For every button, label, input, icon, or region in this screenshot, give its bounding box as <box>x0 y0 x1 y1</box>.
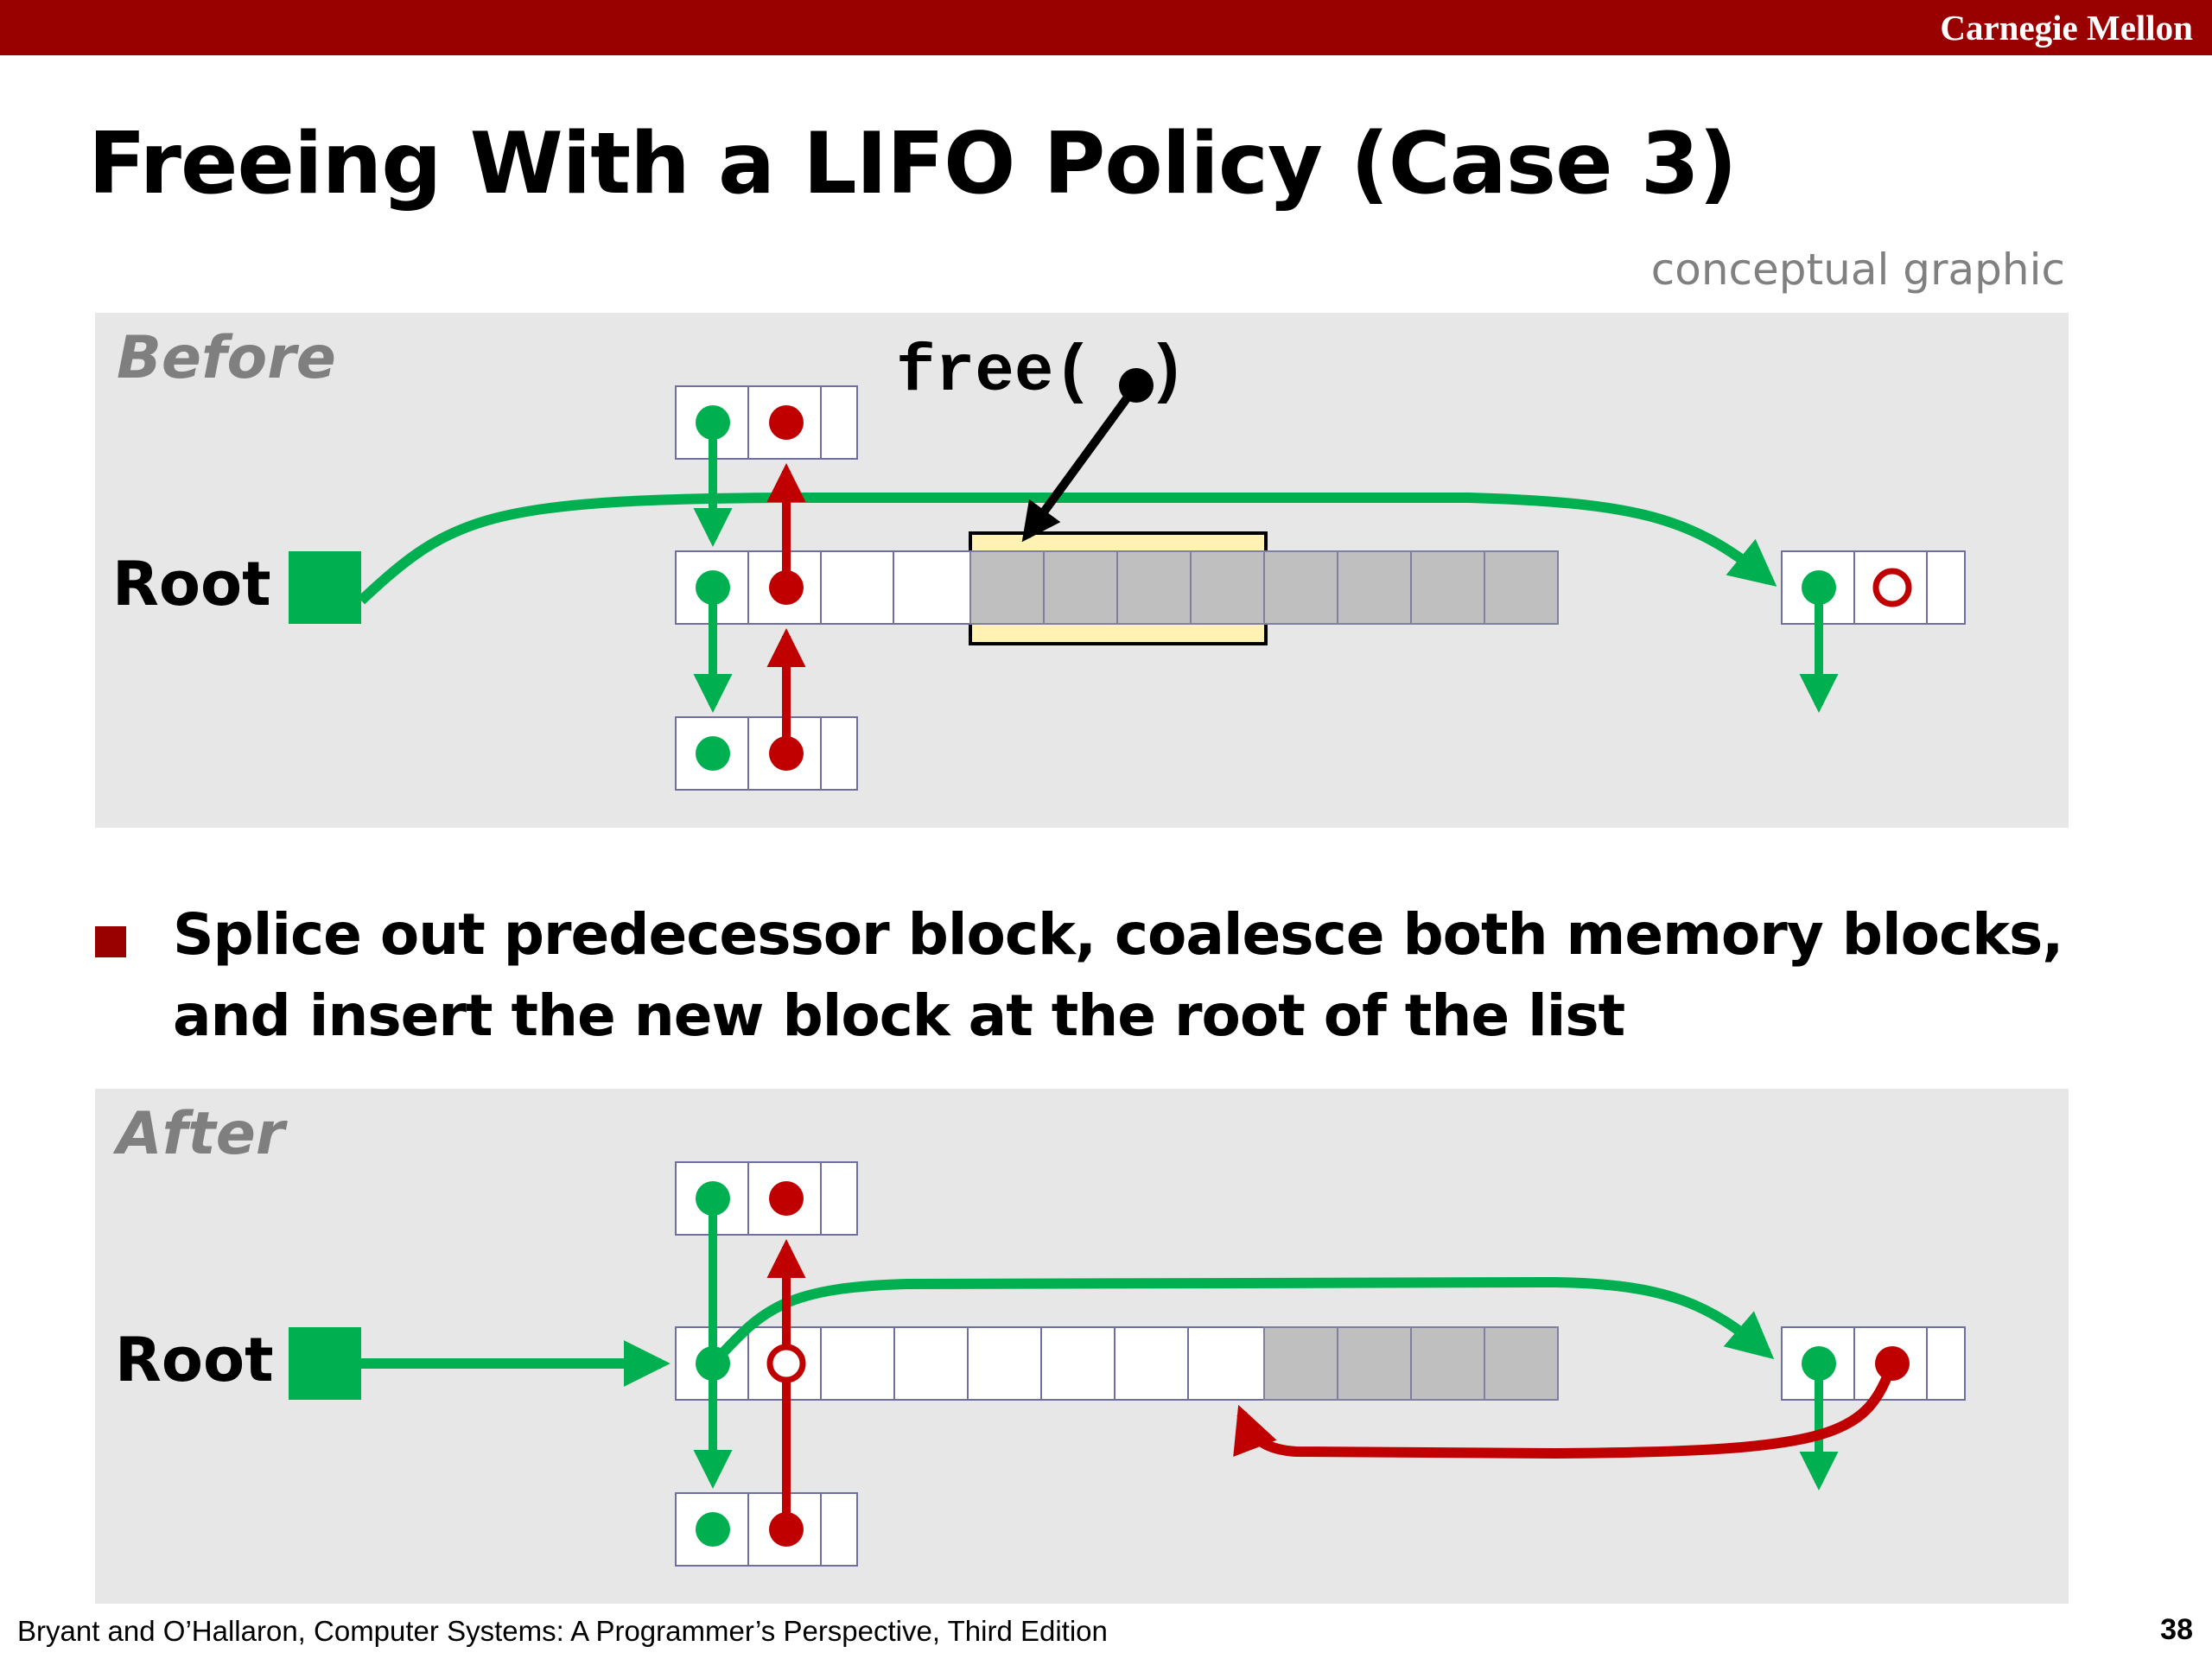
before-panel: Before <box>95 313 2069 828</box>
slide-subtitle: conceptual graphic <box>1650 245 2065 295</box>
after-panel: After <box>95 1089 2069 1604</box>
slide-title: Freeing With a LIFO Policy (Case 3) <box>88 115 1738 213</box>
page-number: 38 <box>2160 1613 2193 1646</box>
footer-citation: Bryant and O’Hallaron, Computer Systems:… <box>17 1615 1108 1647</box>
bullet-square-icon <box>95 926 126 957</box>
after-label: After <box>117 1100 285 1168</box>
header-bar: Carnegie Mellon <box>0 0 2212 55</box>
before-label: Before <box>117 324 336 392</box>
bullet-text: Splice out predecessor block, coalesce b… <box>173 901 2063 1049</box>
brand-name: Carnegie Mellon <box>1940 8 2193 48</box>
